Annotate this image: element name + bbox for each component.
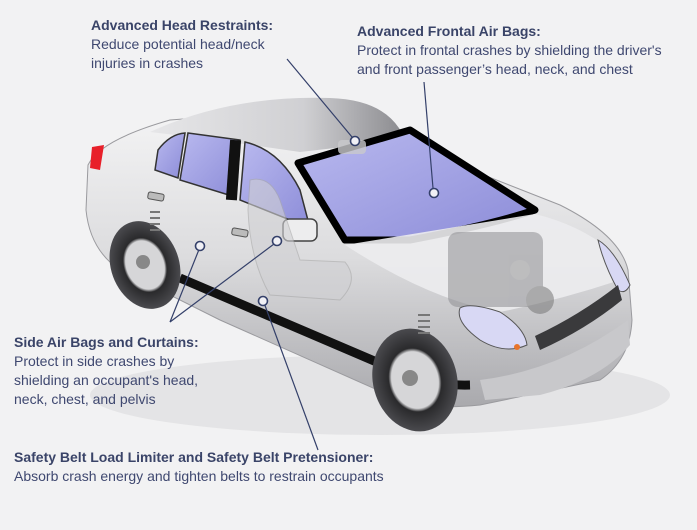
rear-wheel — [109, 221, 181, 309]
callout-description: Protect in side crashes by — [14, 353, 175, 369]
callout-title: Safety Belt Load Limiter and Safety Belt… — [14, 449, 374, 465]
callout-description: Reduce potential head/neck — [91, 36, 265, 52]
callout-title: Side Air Bags and Curtains: — [14, 334, 199, 350]
callout-description: Absorb crash energy and tighten belts to… — [14, 468, 384, 484]
callout-description: and front passenger’s head, neck, and ch… — [357, 61, 633, 77]
callout-head-restraints: Advanced Head Restraints: Reduce potenti… — [91, 16, 331, 73]
callout-frontal-air-bags: Advanced Frontal Air Bags: Protect in fr… — [357, 22, 687, 79]
leader-head-restraint — [286, 58, 353, 138]
seat — [247, 178, 352, 301]
leader-frontal-airbag — [423, 81, 434, 189]
side-window-rear — [154, 132, 186, 180]
callout-description: shielding an occupant's head, — [14, 372, 199, 388]
marker-head-restraint[interactable] — [349, 135, 361, 147]
front-spring — [418, 314, 430, 334]
callout-side-air-bags: Side Air Bags and Curtains: Protect in s… — [14, 333, 234, 409]
marker-frontal-airbag[interactable] — [428, 187, 440, 199]
tail-light — [90, 145, 104, 170]
headlight-left — [458, 305, 528, 350]
callout-title: Advanced Frontal Air Bags: — [357, 23, 541, 39]
leader-seatbelt — [262, 299, 319, 451]
marker-seatbelt[interactable] — [257, 295, 269, 307]
front-wheel — [372, 328, 458, 432]
grille — [535, 285, 622, 350]
leader-side-airbag-2 — [169, 243, 275, 323]
b-pillar — [225, 139, 242, 201]
engine — [448, 232, 554, 314]
callout-description: injuries in crashes — [91, 55, 204, 71]
headlight-left-amber — [514, 344, 520, 350]
headlight-right — [597, 238, 631, 293]
door-handle-front — [231, 227, 249, 238]
callout-title: Advanced Head Restraints: — [91, 17, 274, 33]
front-bumper — [480, 320, 630, 400]
callout-safety-belt: Safety Belt Load Limiter and Safety Belt… — [14, 448, 434, 486]
callout-description: neck, chest, and pelvis — [14, 391, 156, 407]
leader-side-airbag-1 — [169, 246, 201, 323]
marker-curtain-airbag[interactable] — [271, 235, 283, 247]
marker-side-airbag[interactable] — [194, 240, 206, 252]
rear-spring — [150, 211, 160, 231]
door-handle-rear — [147, 191, 165, 202]
callout-description: Protect in frontal crashes by shielding … — [357, 42, 662, 58]
